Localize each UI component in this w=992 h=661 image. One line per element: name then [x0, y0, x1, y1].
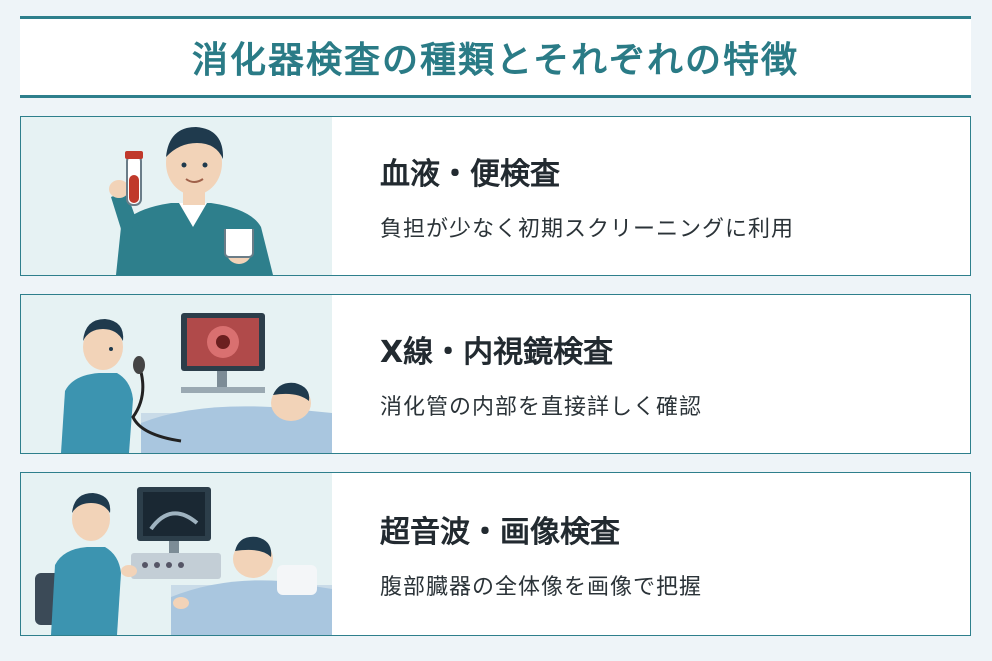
card-title: 超音波・画像検査: [380, 515, 620, 550]
card-blood-stool-test: 血液・便検査 負担が少なく初期スクリーニングに利用: [20, 116, 971, 276]
card-text: X線・内視鏡検査 消化管の内部を直接詳しく確認: [332, 295, 970, 453]
card-text: 超音波・画像検査 腹部臓器の全体像を画像で把握: [332, 473, 970, 635]
endoscope-monitor-icon: [21, 295, 332, 453]
ultrasound-illustration: [21, 473, 332, 635]
blood-stool-test-illustration: [21, 117, 332, 275]
title-band: 消化器検査の種類とそれぞれの特徴: [20, 16, 971, 98]
ultrasound-machine-icon: [21, 473, 332, 635]
card-title: X線・内視鏡検査: [380, 335, 614, 370]
card-text: 血液・便検査 負担が少なく初期スクリーニングに利用: [332, 117, 970, 275]
person-with-test-tube-icon: [21, 117, 332, 275]
page-title: 消化器検査の種類とそれぞれの特徴: [192, 40, 799, 81]
card-description: 腹部臓器の全体像を画像で把握: [380, 575, 703, 600]
card-title: 血液・便検査: [380, 157, 560, 192]
card-ultrasound-imaging: 超音波・画像検査 腹部臓器の全体像を画像で把握: [20, 472, 971, 636]
card-description: 負担が少なく初期スクリーニングに利用: [380, 217, 795, 242]
card-description: 消化管の内部を直接詳しく確認: [380, 395, 703, 420]
endoscopy-illustration: [21, 295, 332, 453]
card-xray-endoscopy: X線・内視鏡検査 消化管の内部を直接詳しく確認: [20, 294, 971, 454]
